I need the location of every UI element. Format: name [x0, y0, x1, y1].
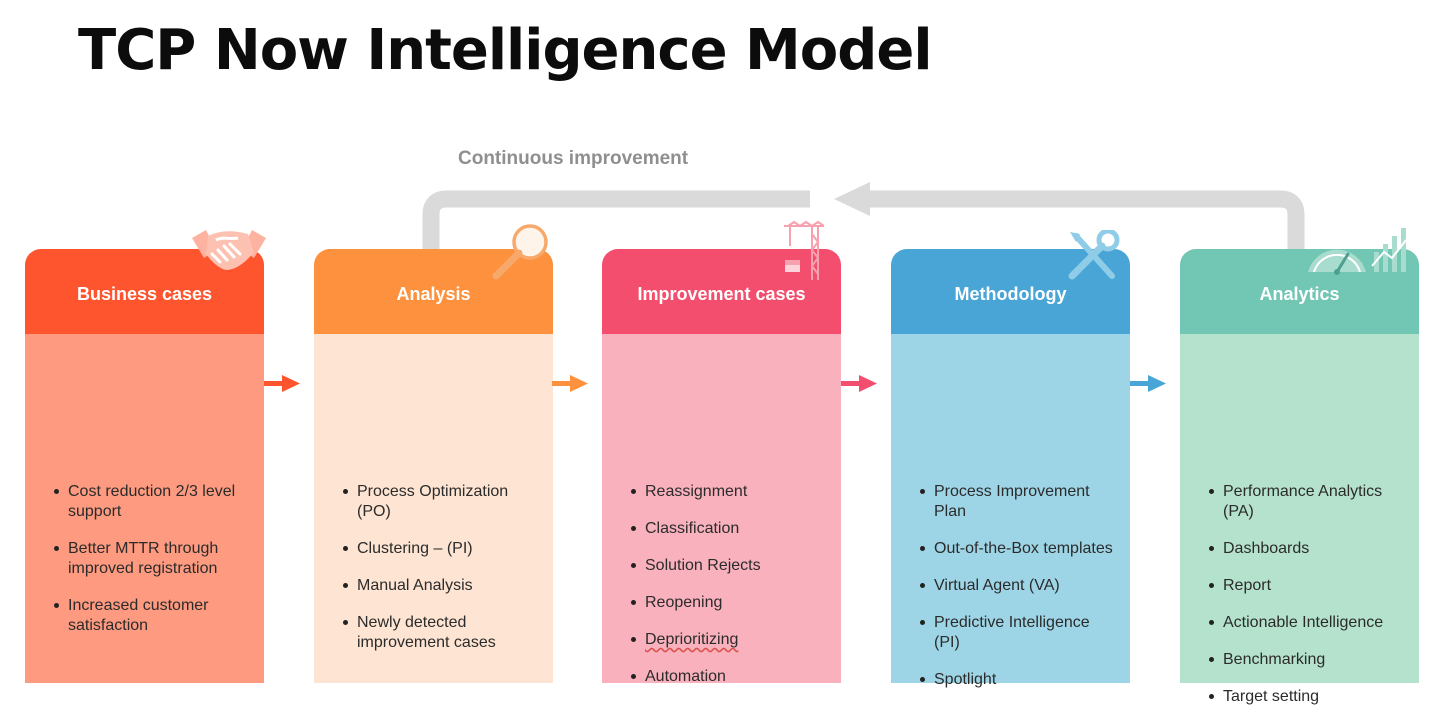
list-item: Cost reduction 2/3 level support	[25, 482, 264, 522]
column-header: Methodology	[891, 249, 1130, 334]
loop-arrowhead	[834, 182, 870, 216]
list-item: Report	[1180, 576, 1419, 596]
list-item: Out-of-the-Box templates	[891, 539, 1130, 559]
flow-arrow-3	[841, 375, 877, 392]
list-item: Virtual Agent (VA)	[891, 576, 1130, 596]
column-improvement-cases: Improvement cases Reassignment Classific…	[602, 249, 841, 685]
list-item: Increased customer satisfaction	[25, 596, 264, 636]
item-list: Performance Analytics (PA) Dashboards Re…	[1180, 482, 1419, 707]
list-item: Target setting	[1180, 687, 1419, 707]
list-item: Process Improvement Plan	[891, 482, 1130, 522]
column-methodology: Methodology Process Improvement Plan Out…	[891, 249, 1130, 688]
list-item: Automation	[602, 667, 841, 687]
flow-arrow-2	[552, 375, 588, 392]
list-item: Spotlight	[891, 670, 1130, 690]
page-title: TCP Now Intelligence Model	[78, 18, 933, 83]
flow-arrow-1	[264, 375, 300, 392]
list-item: Benchmarking	[1180, 650, 1419, 670]
crane-icon	[784, 220, 825, 280]
column-body: Performance Analytics (PA) Dashboards Re…	[1180, 334, 1419, 705]
column-body: Process Improvement Plan Out-of-the-Box …	[891, 334, 1130, 688]
list-item: Reopening	[602, 593, 841, 613]
column-body: Cost reduction 2/3 level support Better …	[25, 334, 264, 683]
magnifier-icon	[492, 224, 548, 280]
column-analytics: Analytics Performance Analytics (PA) Das…	[1180, 249, 1419, 705]
column-header: Improvement cases	[602, 249, 841, 334]
list-item: Better MTTR through improved registratio…	[25, 539, 264, 579]
list-item: Dashboards	[1180, 539, 1419, 559]
item-list: Process Optimization (PO) Clustering – (…	[314, 482, 553, 653]
gauge-chart-icon	[1308, 228, 1407, 275]
list-item: Newly detected improvement cases	[314, 613, 553, 653]
list-item: Manual Analysis	[314, 576, 553, 596]
column-body: Process Optimization (PO) Clustering – (…	[314, 334, 553, 683]
column-body: Reassignment Classification Solution Rej…	[602, 334, 841, 685]
tools-icon	[1068, 230, 1120, 280]
list-item: Performance Analytics (PA)	[1180, 482, 1419, 522]
column-analysis: Analysis Process Optimization (PO) Clust…	[314, 249, 553, 683]
list-item: Solution Rejects	[602, 556, 841, 576]
loop-path-right	[860, 190, 1305, 250]
item-list: Reassignment Classification Solution Rej…	[602, 482, 841, 687]
list-item: Actionable Intelligence	[1180, 613, 1419, 633]
loop-arrow	[422, 182, 1305, 250]
column-header: Analytics	[1180, 249, 1419, 334]
item-list: Process Improvement Plan Out-of-the-Box …	[891, 482, 1130, 690]
flow-arrow-4	[1130, 375, 1166, 392]
loop-path	[422, 190, 810, 250]
list-item-text: Deprioritizing	[645, 631, 739, 648]
handshake-icon	[192, 230, 266, 270]
list-item: Process Optimization (PO)	[314, 482, 553, 522]
list-item: Deprioritizing	[602, 630, 841, 650]
loop-label: Continuous improvement	[458, 148, 689, 169]
list-item: Reassignment	[602, 482, 841, 502]
column-business-cases: Business cases Cost reduction 2/3 level …	[25, 249, 264, 683]
list-item: Classification	[602, 519, 841, 539]
list-item: Predictive Intelligence (PI)	[891, 613, 1130, 653]
list-item: Clustering – (PI)	[314, 539, 553, 559]
item-list: Cost reduction 2/3 level support Better …	[25, 482, 264, 636]
